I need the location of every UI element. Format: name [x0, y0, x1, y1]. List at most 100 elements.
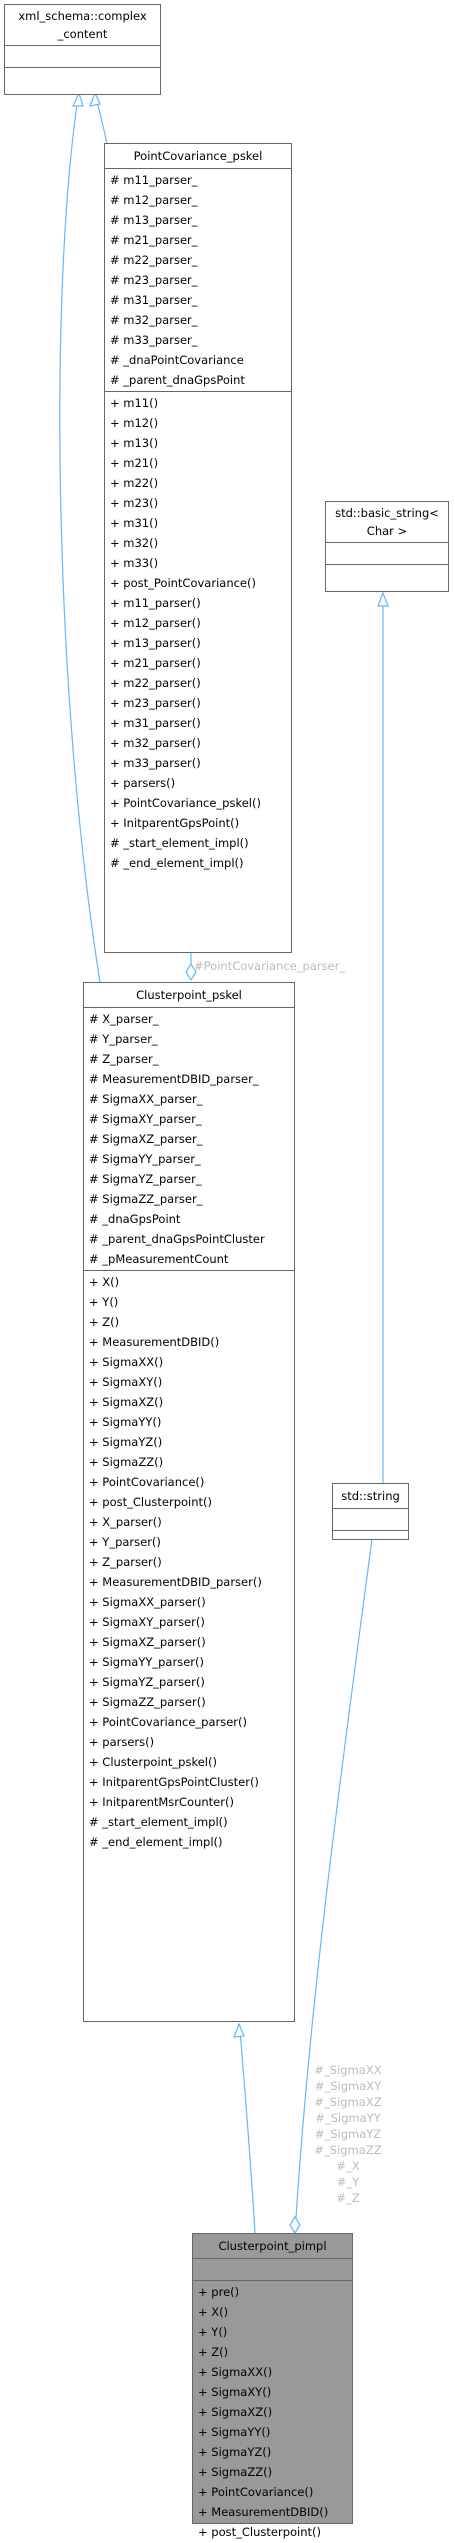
class-method: # _start_element_impl() [110, 836, 249, 850]
attributes-section: # X_parser_# Y_parser_# Z_parser_# Measu… [84, 1008, 294, 1271]
class-method: + X() [198, 2305, 229, 2319]
class-title: std::basic_string< Char > [326, 502, 448, 543]
class-method: + m33() [110, 556, 159, 570]
class-method: + m32_parser() [110, 736, 201, 750]
class-method: + SigmaXZ() [198, 2405, 273, 2419]
class-attribute: # _pMeasurementCount [89, 1252, 229, 1266]
class-method: + SigmaYZ() [198, 2445, 272, 2459]
attributes-section [193, 2259, 352, 2281]
attributes-section: # m11_parser_# m12_parser_# m13_parser_#… [105, 169, 291, 392]
class-attribute: # m13_parser_ [110, 213, 198, 227]
class-title: xml_schema::complex _content [5, 5, 160, 46]
methods-section [333, 1531, 408, 1552]
attributes-section [333, 1509, 408, 1531]
inheritance-arrowhead [72, 91, 84, 107]
class-method: + m12_parser() [110, 616, 201, 630]
class-attribute: # m32_parser_ [110, 313, 198, 327]
class-attribute: # Z_parser_ [89, 1052, 159, 1066]
class-method: + m12() [110, 416, 159, 430]
class-method: + SigmaYY_parser() [89, 1655, 204, 1669]
class-method: + SigmaYZ_parser() [89, 1675, 205, 1689]
class-method: + parsers() [89, 1735, 155, 1749]
class-attribute: # SigmaZZ_parser_ [89, 1192, 203, 1206]
aggregation-edge-string [295, 1538, 373, 2219]
class-std-string[interactable]: std::string [332, 1483, 409, 1540]
inheritance-edge-clusterpoint-to-complexcontent [59, 97, 101, 983]
edge-label-member: #_SigmaXY [314, 2079, 382, 2093]
aggregation-diamond [185, 962, 197, 982]
class-clusterpoint-pimpl[interactable]: Clusterpoint_pimpl + pre()+ X()+ Y()+ Z(… [192, 2233, 353, 2539]
class-method: + InitparentGpsPointCluster() [89, 1775, 259, 1789]
class-method: + SigmaXZ() [89, 1395, 164, 1409]
class-method: # _end_element_impl() [110, 856, 244, 870]
methods-section [5, 68, 160, 89]
edge-label-member: #_SigmaXX [314, 2063, 382, 2077]
class-method: + PointCovariance() [198, 2485, 314, 2499]
class-method: + MeasurementDBID_parser() [89, 1575, 262, 1589]
edge-label-member: #_SigmaYZ [314, 2127, 382, 2141]
class-method: + m23_parser() [110, 696, 201, 710]
class-method: + m31() [110, 516, 159, 530]
class-attribute: # _dnaPointCovariance [110, 353, 244, 367]
attributes-section [5, 46, 160, 68]
edge-label-string-members: #_SigmaXX#_SigmaXY#_SigmaXZ#_SigmaYY#_Si… [306, 2062, 390, 2206]
class-basic-string[interactable]: std::basic_string< Char > [325, 501, 449, 592]
class-attribute: # SigmaYY_parser_ [89, 1152, 201, 1166]
class-method: + PointCovariance_parser() [89, 1715, 248, 1729]
class-method: + m23() [110, 496, 159, 510]
class-method: + post_Clusterpoint() [198, 2525, 321, 2539]
class-method: + InitparentMsrCounter() [89, 1795, 234, 1809]
class-method: + Z() [89, 1315, 120, 1329]
class-title: std::string [333, 1484, 408, 1509]
inheritance-arrowhead [89, 91, 101, 107]
edge-label-pointcovariance-parser: #PointCovariance_parser_ [194, 959, 346, 973]
class-method: + SigmaXY() [198, 2385, 272, 2399]
class-attribute: # SigmaXZ_parser_ [89, 1132, 203, 1146]
class-attribute: # m22_parser_ [110, 253, 198, 267]
class-method: + m22_parser() [110, 676, 201, 690]
class-attribute: # X_parser_ [89, 1012, 159, 1026]
class-attribute: # _parent_dnaGpsPoint [110, 373, 245, 387]
edge-label-member: #_Z [336, 2191, 360, 2205]
inheritance-arrowhead [377, 591, 389, 607]
class-clusterpoint-pskel[interactable]: Clusterpoint_pskel # X_parser_# Y_parser… [83, 982, 295, 2022]
class-method: + X_parser() [89, 1515, 162, 1529]
class-method: + post_Clusterpoint() [89, 1495, 212, 1509]
class-method: + Z() [198, 2345, 229, 2359]
class-method: + pre() [198, 2285, 240, 2299]
class-method: + MeasurementDBID() [89, 1335, 220, 1349]
class-method: + m32() [110, 536, 159, 550]
class-pointcovariance-pskel[interactable]: PointCovariance_pskel # m11_parser_# m12… [104, 143, 292, 953]
class-method: + InitparentGpsPoint() [110, 816, 240, 830]
class-method: + PointCovariance_pskel() [110, 796, 261, 810]
class-method: + X() [89, 1275, 120, 1289]
class-method: + SigmaXY() [89, 1375, 163, 1389]
class-method: + parsers() [110, 776, 176, 790]
edge-label-member: #_X [336, 2159, 360, 2173]
class-attribute: # MeasurementDBID_parser_ [89, 1072, 259, 1086]
class-method: + Y() [198, 2325, 228, 2339]
class-method: + Y() [89, 1295, 119, 1309]
attributes-section [326, 543, 448, 565]
class-method: + SigmaZZ() [198, 2465, 273, 2479]
class-attribute: # m12_parser_ [110, 193, 198, 207]
edge-label-member: #_Y [336, 2175, 360, 2189]
methods-section: + pre()+ X()+ Y()+ Z()+ SigmaXX()+ Sigma… [193, 2281, 352, 2543]
class-method: + SigmaYY() [198, 2425, 271, 2439]
class-method: + SigmaXX_parser() [89, 1595, 206, 1609]
methods-section: + m11()+ m12()+ m13()+ m21()+ m22()+ m23… [105, 392, 291, 874]
class-method: + SigmaXX() [89, 1355, 164, 1369]
edge-label-member: #_SigmaZZ [314, 2143, 382, 2157]
class-method: + SigmaXY_parser() [89, 1615, 205, 1629]
class-method: + m13_parser() [110, 636, 201, 650]
class-method: + SigmaZZ() [89, 1455, 164, 1469]
class-method: + m21() [110, 456, 159, 470]
class-method: + Z_parser() [89, 1555, 162, 1569]
aggregation-diamond [289, 2215, 301, 2235]
class-method: + PointCovariance() [89, 1475, 205, 1489]
class-complex-content[interactable]: xml_schema::complex _content [4, 4, 161, 95]
class-method: + m22() [110, 476, 159, 490]
inheritance-edge-pimpl-to-pskel [239, 2029, 256, 2234]
inheritance-arrowhead [233, 2022, 245, 2038]
